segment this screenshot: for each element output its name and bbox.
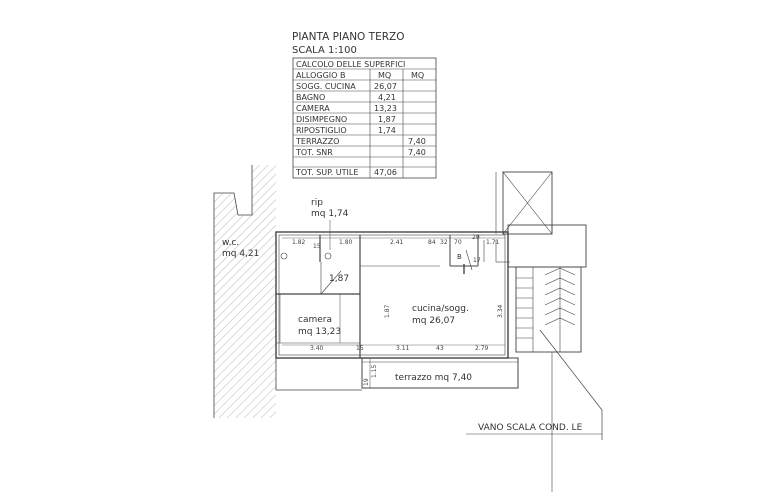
dim-label: 43 [436, 345, 444, 352]
table-row-label: RIPOSTIGLIO [296, 126, 347, 135]
apartment-b-marker: B [457, 253, 462, 261]
table-header-mq1: MQ [378, 71, 391, 80]
dim-label: 3.34 [497, 304, 504, 318]
table-row-label: DISIMPEGNO [296, 115, 347, 124]
table-row-label: TOT. SNR [295, 148, 333, 157]
table-row-label: SOGG. CUCINA [296, 82, 356, 91]
table-row-value: 7,40 [408, 148, 426, 157]
terrace [275, 357, 519, 391]
cucina-area: mq 26,07 [412, 316, 455, 326]
table-row-value: 47,06 [374, 168, 397, 177]
dim-label: 15 [313, 243, 321, 250]
terrazzo-label: terrazzo mq 7,40 [395, 373, 472, 383]
disimpegno-area: 1,87 [329, 274, 349, 284]
dim-label: 1.15 [371, 364, 378, 378]
adjacent-wall [213, 165, 276, 418]
table-row-value: 13,23 [374, 104, 397, 113]
table-header-mq2: MQ [411, 71, 424, 80]
dim-label: 84 [428, 239, 436, 246]
dim-label: 20 [472, 234, 480, 241]
dim-label: 70 [454, 239, 462, 246]
stair-label: VANO SCALA COND. LE [478, 423, 583, 433]
dim-label: 1.87 [384, 304, 391, 318]
wc-area: mq 4,21 [222, 249, 259, 259]
table-row-value: 4,21 [378, 93, 396, 102]
dim-label: 19 [363, 378, 370, 386]
cucina-label: cucina/sogg. [412, 304, 469, 314]
dim-label: 3.11 [396, 345, 410, 352]
area-table: CALCOLO DELLE SUPERFICI ALLOGGIO B MQ MQ… [292, 57, 437, 179]
table-header-unit: ALLOGGIO B [296, 71, 345, 80]
table-row-value: 7,40 [408, 137, 426, 146]
dim-label: 17 [473, 257, 481, 264]
camera-label: camera [298, 315, 332, 325]
table-row-value: 1,74 [378, 126, 396, 135]
table-row-value: 1,87 [378, 115, 396, 124]
table-row-label: TERRAZZO [295, 137, 339, 146]
camera-area: mq 13,23 [298, 327, 341, 337]
table-row-value: 26,07 [374, 82, 397, 91]
dim-label: 1.80 [339, 239, 353, 246]
stair-shaft [495, 171, 603, 492]
dim-label: 1.82 [292, 239, 306, 246]
table-row-label: CAMERA [296, 104, 330, 113]
table-row-label: TOT. SUP. UTILE [295, 168, 358, 177]
dim-label: 2.41 [390, 239, 404, 246]
rip-label: rip [311, 198, 323, 208]
dim-label: 2.79 [475, 345, 489, 352]
dim-label: 3.40 [310, 345, 324, 352]
wc-label: w.c. [222, 238, 239, 248]
table-caption: CALCOLO DELLE SUPERFICI [296, 60, 405, 69]
plan-scale: SCALA 1:100 [292, 45, 357, 56]
dimensions: 1.82 15 1.80 2.41 84 32 70 1.71 20 17 3.… [282, 234, 505, 386]
rip-area: mq 1,74 [311, 209, 349, 219]
dim-label: 1.71 [486, 239, 500, 246]
table-row-label: BAGNO [296, 93, 325, 102]
dim-label: 32 [440, 239, 448, 246]
dim-label: 15 [356, 345, 364, 352]
plan-title: PIANTA PIANO TERZO [292, 31, 404, 43]
apartment-walls [275, 231, 510, 359]
